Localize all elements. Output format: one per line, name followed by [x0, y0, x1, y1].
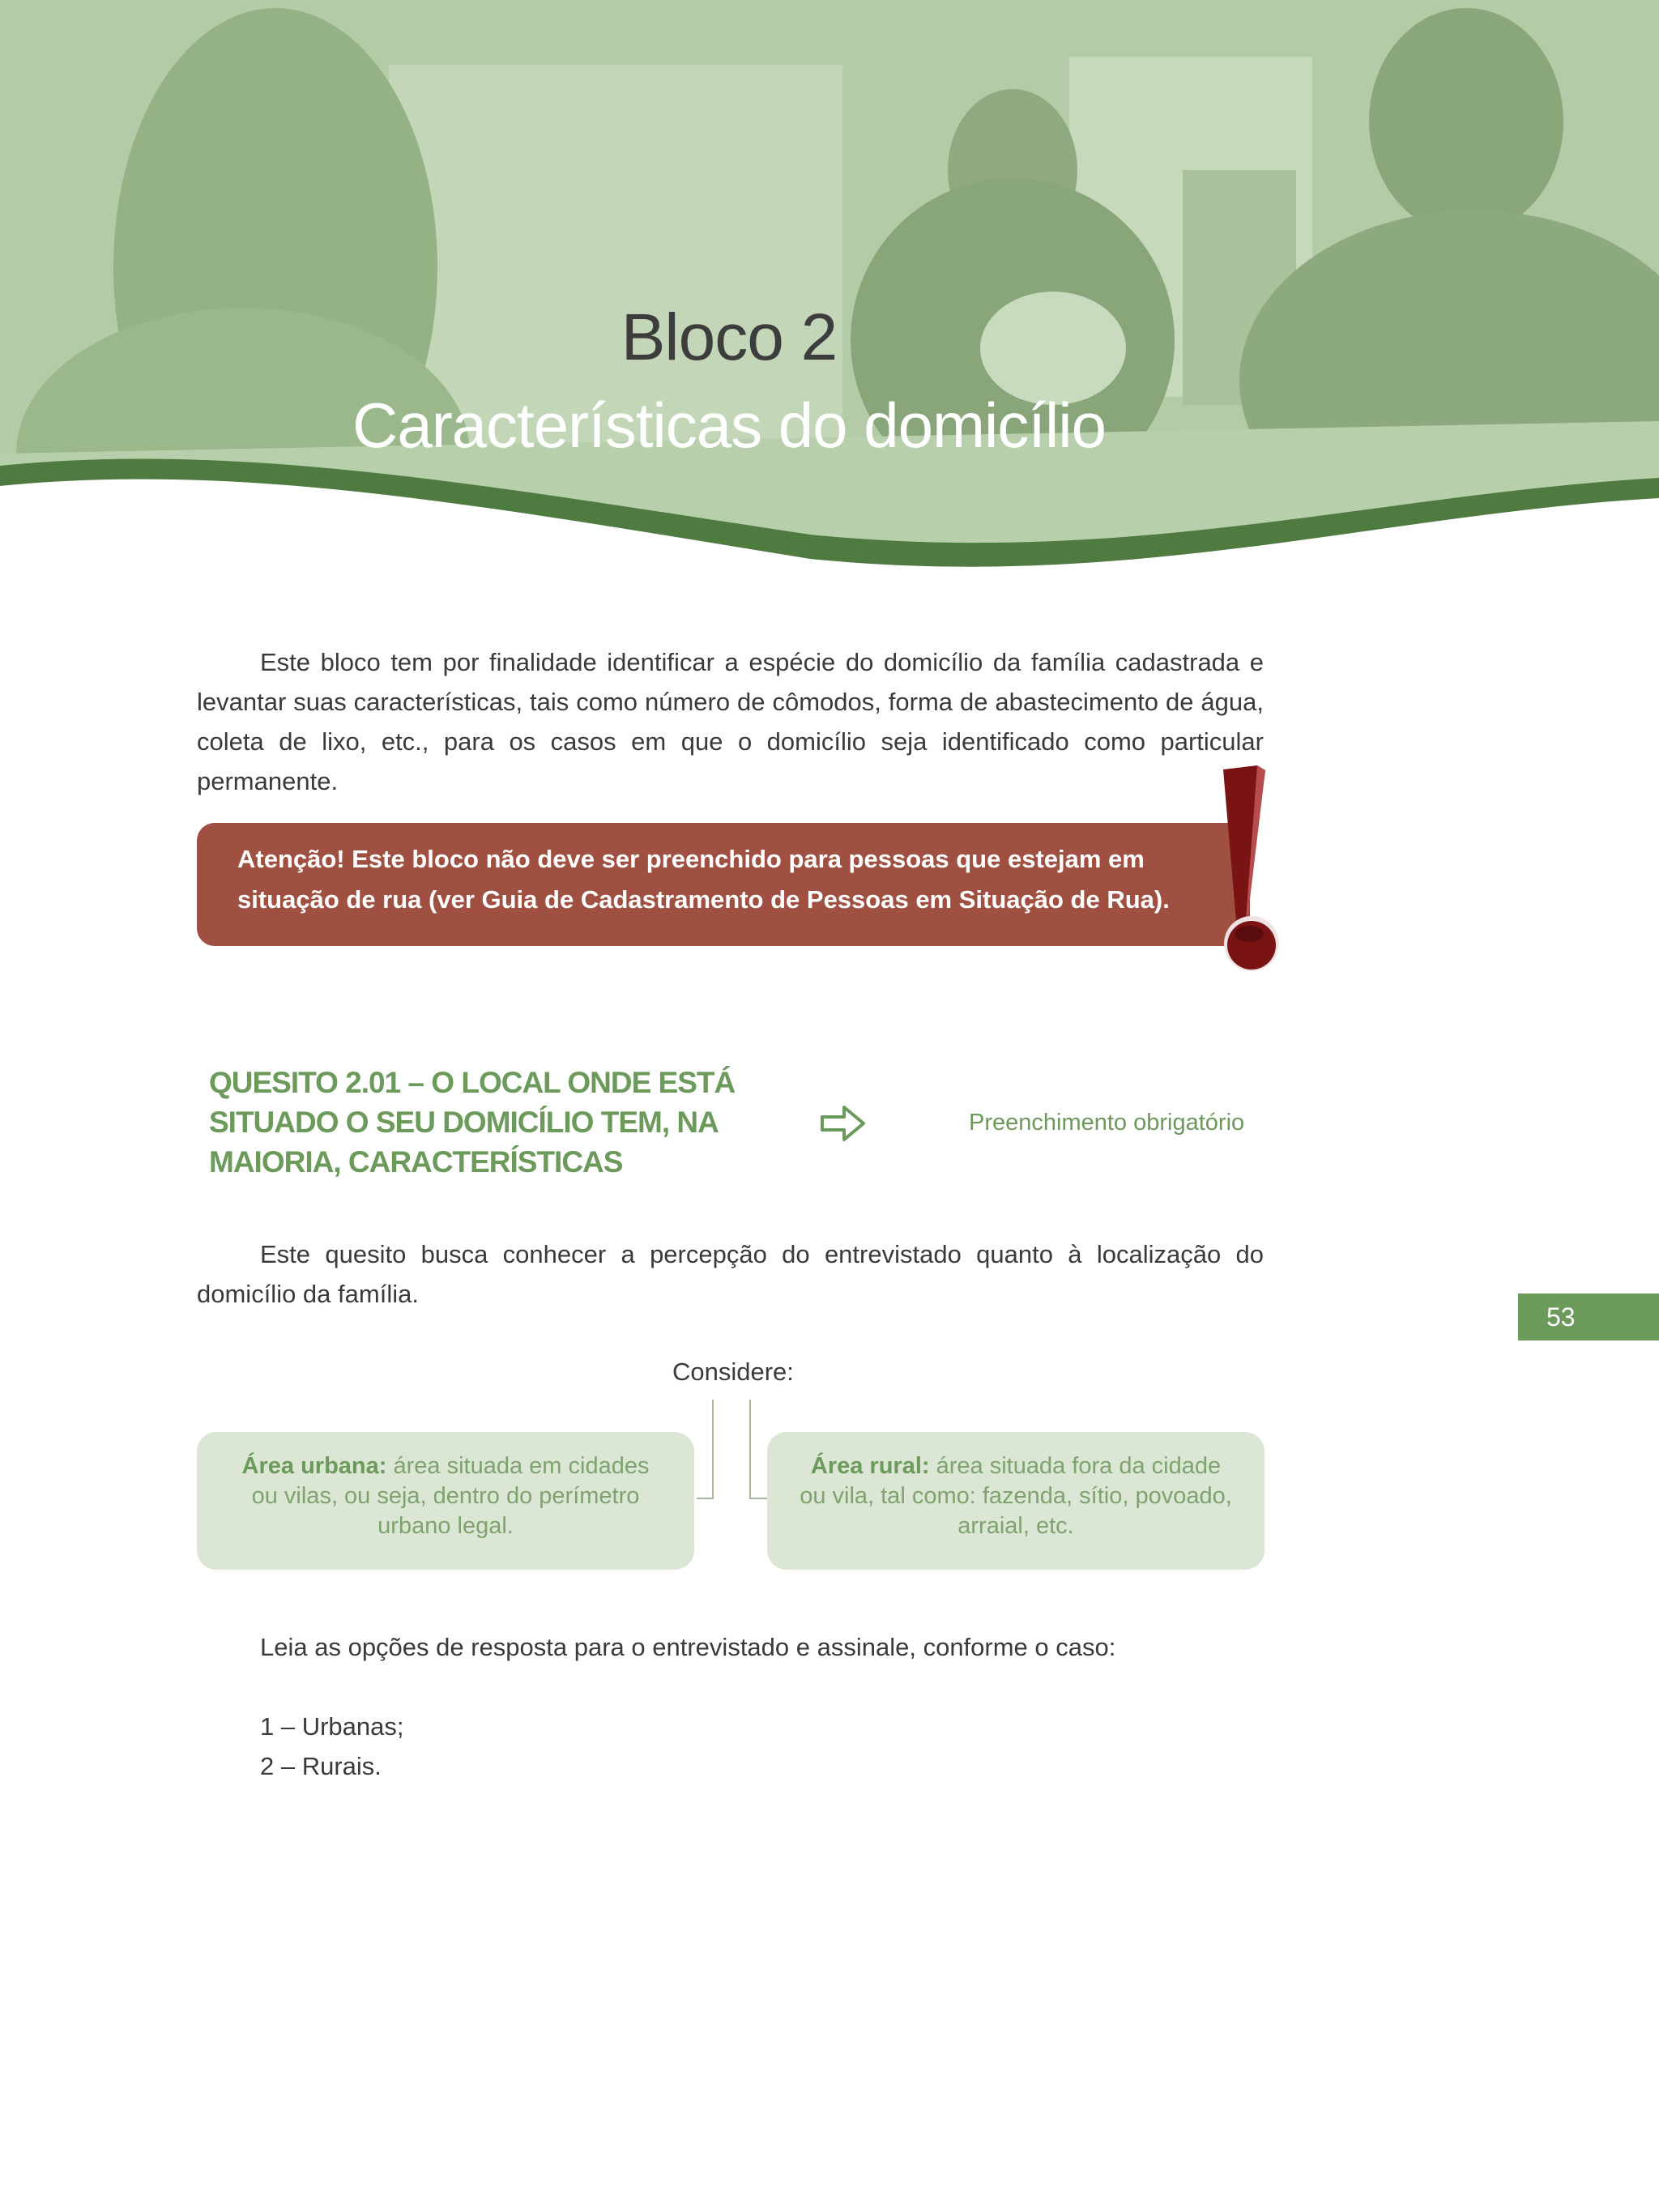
alert-box: Atenção! Este bloco não deve ser preench…: [197, 823, 1250, 946]
alert-text: Atenção! Este bloco não deve ser preench…: [237, 845, 1170, 914]
option-item: 2 – Rurais.: [260, 1752, 382, 1780]
hero-header: Bloco 2 Características do domicílio: [0, 0, 1659, 583]
connector-lines: [697, 1400, 770, 1499]
hero-photo: [0, 0, 1659, 583]
quesito-description: Este quesito busca conhecer a percepção …: [197, 1240, 1264, 1308]
instruction-text: Leia as opções de resposta para o entrev…: [260, 1633, 1116, 1661]
arrow-right-icon: [821, 1106, 865, 1141]
page-number: 53: [1518, 1294, 1659, 1340]
exclamation-icon: [1223, 765, 1279, 971]
intro-paragraph: Este bloco tem por finalidade identifica…: [197, 648, 1264, 795]
block-title: Bloco 2: [621, 300, 838, 374]
urbana-definition: área situada em cidades ou vilas, ou sej…: [251, 1453, 650, 1539]
option-item: 1 – Urbanas;: [260, 1712, 404, 1741]
considere-label: Considere:: [672, 1357, 794, 1386]
definition-box-rural: Área rural: área situada fora da cidade …: [767, 1432, 1265, 1570]
requirement-label: Preenchimento obrigatório: [969, 1110, 1245, 1136]
urbana-term: Área urbana:: [241, 1453, 387, 1479]
block-subtitle: Características do domicílio: [352, 390, 1107, 461]
rural-definition: área situada fora da cidade ou vila, tal…: [800, 1453, 1232, 1539]
definition-box-urbana: Área urbana: área situada em cidades ou …: [197, 1432, 694, 1570]
rural-term: Área rural:: [810, 1453, 930, 1479]
quesito-title: QUESITO 2.01 – O LOCAL ONDE ESTÁ SITUADO…: [209, 1066, 736, 1178]
